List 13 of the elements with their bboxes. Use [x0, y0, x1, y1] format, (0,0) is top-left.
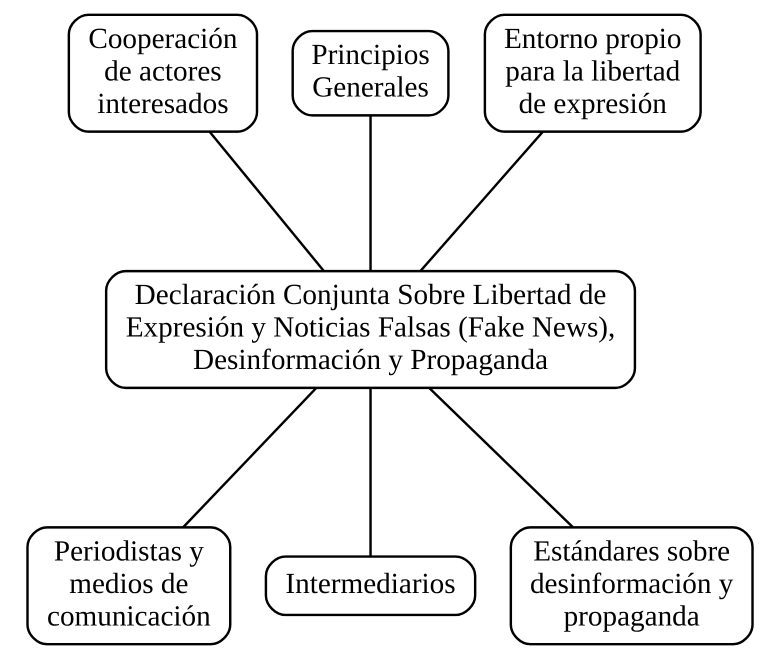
connector [368, 116, 372, 271]
node-box: Principios Generales [290, 30, 450, 117]
node-box: Entorno propio para la libertad de expresión [483, 14, 702, 133]
node-box: Periodistas y medios de comunicación [26, 526, 231, 646]
node-box: Intermediarios [264, 555, 476, 616]
connector [208, 130, 324, 272]
connector [419, 130, 544, 272]
node-box: Estándares sobre desinformación y propaganda [509, 526, 754, 646]
connector [182, 387, 317, 528]
node-box: Cooperación de actores interesados [67, 14, 258, 133]
node-box: Declaración Conjunta Sobre Libertad de Expresión y Noticias Falsas (Fake News), Desinformación y Propaganda [104, 270, 636, 390]
connector [428, 387, 574, 528]
connector [368, 388, 372, 556]
